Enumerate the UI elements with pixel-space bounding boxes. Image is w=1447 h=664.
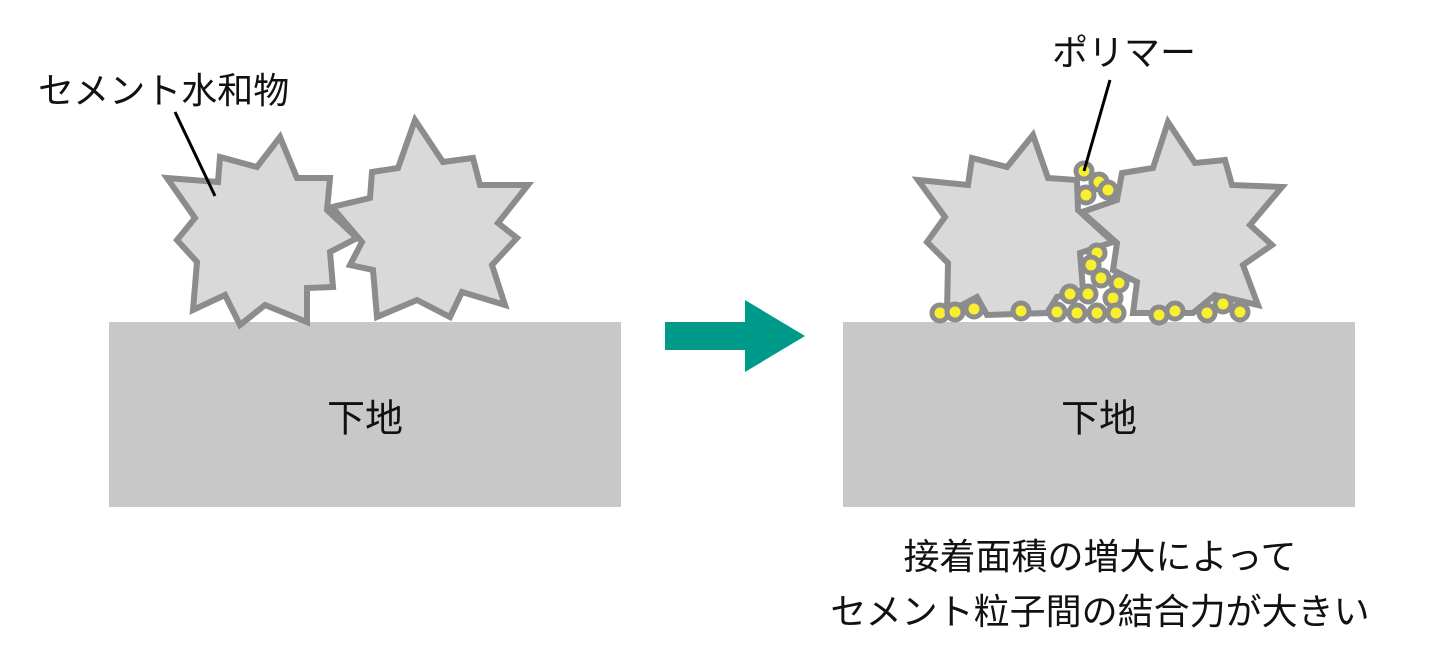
polymer-label: ポリマー <box>1052 33 1197 74</box>
cement-particle-right-b <box>1076 115 1289 316</box>
polymer-particle <box>1075 184 1097 206</box>
arrow-icon <box>665 300 805 372</box>
polymer-particle <box>1097 179 1119 201</box>
left-substrate-label: 下地 <box>326 396 404 441</box>
polymer-particle <box>1229 301 1251 323</box>
right-substrate <box>843 322 1355 507</box>
polymer-particle <box>1164 300 1186 322</box>
polymer-particle <box>1196 302 1218 324</box>
hydrate-leader-line <box>173 111 217 197</box>
left-substrate <box>109 322 621 507</box>
polymer-particle <box>963 298 985 320</box>
cement-particle-left-a <box>160 131 363 330</box>
cement-particle-left-b <box>326 113 535 322</box>
cement-hydrate-label: セメント水和物 <box>38 71 290 112</box>
caption-line-2: セメント粒子間の結合力が大きい <box>830 592 1370 633</box>
polymer-particle <box>1059 283 1081 305</box>
polymer-particle <box>1212 293 1234 315</box>
caption-line-1: 接着面積の増大によって <box>903 537 1297 578</box>
right-substrate-label: 下地 <box>1060 396 1138 441</box>
polymer-particle <box>1086 302 1108 324</box>
polymer-particle <box>1105 302 1127 324</box>
polymer-particle <box>1090 267 1112 289</box>
polymer-particle <box>1066 302 1088 324</box>
polymer-particle <box>1148 304 1170 326</box>
polymer-particle <box>1080 254 1102 276</box>
polymer-particle <box>1077 283 1099 305</box>
polymer-particle <box>1046 301 1068 323</box>
polymer-leader-line <box>1082 79 1112 172</box>
polymer-particle <box>944 301 966 323</box>
cement-particle-right-a <box>911 128 1119 319</box>
polymer-particle <box>1010 300 1032 322</box>
